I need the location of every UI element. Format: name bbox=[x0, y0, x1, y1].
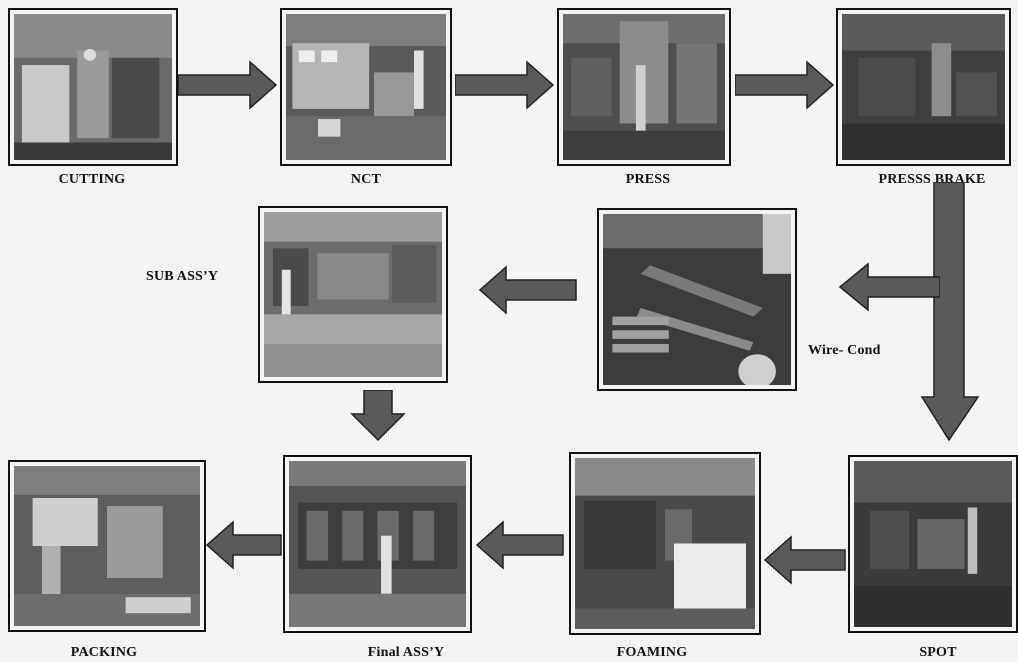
spot-label: SPOT bbox=[919, 645, 956, 661]
press-photo bbox=[557, 8, 731, 166]
arrow-press-to-press-brake bbox=[735, 60, 835, 110]
press-image bbox=[563, 14, 725, 160]
packing-image bbox=[14, 466, 200, 626]
wire-cond-label: Wire- Cond bbox=[808, 343, 881, 359]
arrow-sub-assy-to-final-assy bbox=[350, 390, 406, 442]
nct-image bbox=[286, 14, 446, 160]
foaming-photo bbox=[569, 452, 761, 635]
final-assy-photo bbox=[283, 455, 472, 633]
press-brake-photo bbox=[836, 8, 1011, 166]
arrow-final-assy-to-packing bbox=[205, 520, 283, 570]
sub-assy-photo bbox=[258, 206, 448, 383]
arrow-wire-cond-to-sub-assy bbox=[478, 265, 578, 315]
arrow-nct-to-press bbox=[455, 60, 555, 110]
arrow-to-wire-cond bbox=[838, 262, 940, 312]
final-assy-image bbox=[289, 461, 466, 627]
packing-label: PACKING bbox=[71, 645, 137, 661]
nct-photo bbox=[280, 8, 452, 166]
arrow-spot-to-foaming bbox=[763, 535, 847, 585]
foaming-label: FOAMING bbox=[617, 645, 688, 661]
wire-cond-image bbox=[603, 214, 791, 385]
packing-photo bbox=[8, 460, 206, 632]
sub-assy-label: SUB ASS’Y bbox=[146, 269, 218, 285]
press-label: PRESS bbox=[626, 172, 671, 188]
press-brake-image bbox=[842, 14, 1005, 160]
spot-image bbox=[854, 461, 1012, 627]
nct-label: NCT bbox=[351, 172, 381, 188]
arrow-foaming-to-final-assy bbox=[475, 520, 565, 570]
final-assy-label: Final ASS’Y bbox=[368, 645, 445, 661]
arrow-press-brake-to-spot bbox=[920, 182, 980, 442]
cutting-image bbox=[14, 14, 172, 160]
cutting-photo bbox=[8, 8, 178, 166]
wire-cond-photo bbox=[597, 208, 797, 391]
cutting-label: CUTTING bbox=[59, 172, 126, 188]
foaming-image bbox=[575, 458, 755, 629]
spot-photo bbox=[848, 455, 1018, 633]
arrow-cutting-to-nct bbox=[178, 60, 278, 110]
sub-assy-image bbox=[264, 212, 442, 377]
